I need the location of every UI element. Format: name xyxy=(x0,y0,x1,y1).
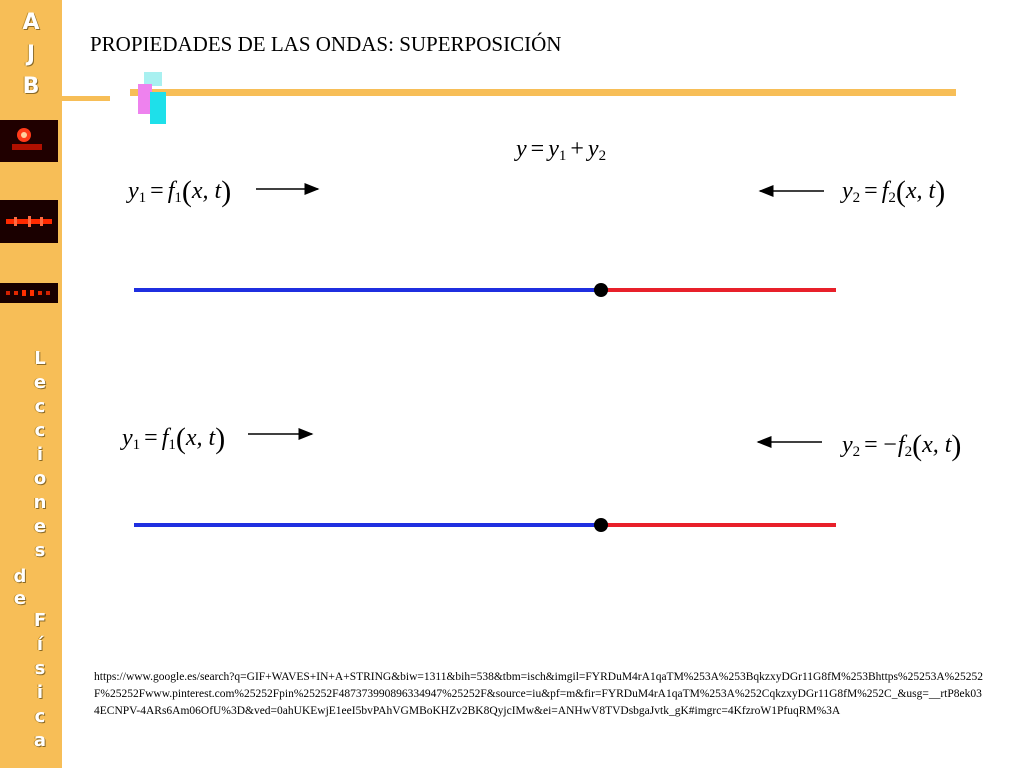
sidebar-letter: i xyxy=(36,682,44,703)
sidebar-letter: i xyxy=(36,444,44,465)
sidebar-letter: í xyxy=(36,634,44,655)
logo-letter-b: B xyxy=(22,74,40,99)
wave1-equation: y1=f1(x, t) xyxy=(128,175,232,208)
sidebar-letter: s xyxy=(34,658,46,679)
sidebar-letter: s xyxy=(34,540,46,561)
lamp-glow-icon xyxy=(0,120,58,162)
thumbnail-spectrum-image xyxy=(0,200,58,243)
sidebar-letter: e xyxy=(13,588,27,609)
inverted-wave2-equation: y2=−f2(x, t) xyxy=(842,429,962,462)
superposition-equation: y=y1+y2 xyxy=(516,136,607,164)
thumbnail-lamp-image xyxy=(0,120,58,162)
sidebar-letter: a xyxy=(33,730,47,751)
wave2-equation: y2=f2(x, t) xyxy=(842,175,946,208)
decorative-blocks-icon xyxy=(138,72,166,124)
logo-letter-j: J xyxy=(26,42,36,67)
string-junction-knot xyxy=(594,283,608,297)
sidebar-panel: A J B L e c c i o n xyxy=(0,0,62,768)
sidebar-letter: c xyxy=(34,706,46,727)
sidebar-letter: c xyxy=(34,420,46,441)
sidebar-letter: e xyxy=(33,516,47,537)
source-reference-url[interactable]: https://www.google.es/search?q=GIF+WAVES… xyxy=(94,671,983,717)
thumbnail-fringes-image xyxy=(0,283,58,303)
title-underline-left xyxy=(62,96,110,101)
interference-fringes-icon xyxy=(0,283,58,303)
spectrum-lines-icon xyxy=(0,200,58,243)
slide-title: PROPIEDADES DE LAS ONDAS: SUPERPOSICIÓN xyxy=(90,32,562,56)
sidebar-letter: e xyxy=(33,372,47,393)
sidebar-letter: n xyxy=(33,492,47,513)
sidebar-letter: d xyxy=(13,566,27,587)
sidebar-letter: L xyxy=(34,348,46,369)
sidebar-letter: o xyxy=(33,468,47,489)
sidebar-letter: c xyxy=(34,396,46,417)
title-underline xyxy=(130,89,956,96)
string-junction-knot-panel2 xyxy=(594,518,608,532)
logo-letter-a: A xyxy=(22,10,40,35)
sidebar-letter: F xyxy=(33,610,47,631)
wave1-equation-panel2: y1=f1(x, t) xyxy=(122,422,226,455)
